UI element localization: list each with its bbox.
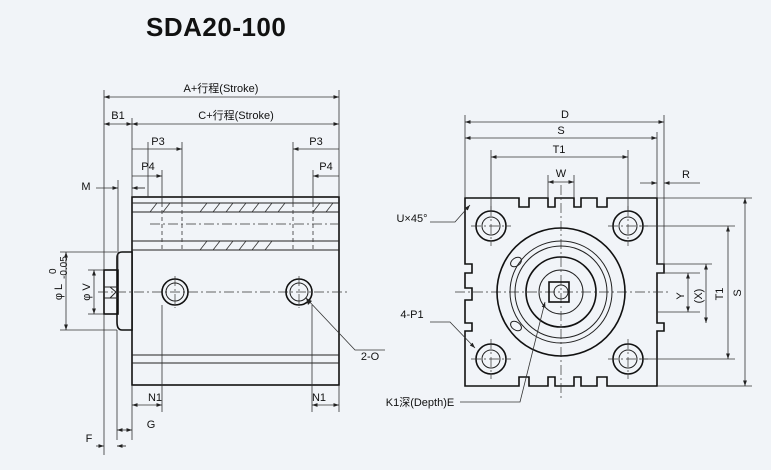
dim-p3-right: P3: [309, 136, 322, 148]
dim-d: D: [561, 109, 569, 121]
outer-bore-circle: [496, 227, 626, 357]
end-view: D S T1 W R U×45° 4-P1 K1深(Depth)E Y: [386, 109, 752, 409]
dim-n1-right: N1: [312, 392, 326, 404]
dim-r: R: [682, 169, 690, 181]
rod-circle: [525, 256, 597, 328]
dim-n1-left: N1: [148, 392, 162, 404]
corner-hole-tl: [471, 206, 511, 246]
dim-t1-top: T1: [553, 144, 566, 156]
side-view: A+行程(Stroke) C+行程(Stroke) B1 P3 P4 P3 P4…: [48, 82, 385, 455]
dim-s-top: S: [557, 125, 564, 137]
dim-f: F: [86, 433, 93, 445]
label-2-o: 2-O: [361, 351, 380, 363]
dim-t1-right: T1: [714, 288, 726, 301]
drawing-title: SDA20-100: [146, 12, 287, 42]
label-u45: U×45°: [396, 213, 427, 225]
dim-phi-l-tol-upper: 0: [48, 268, 59, 274]
dim-phi-l-tol-lower: -0.05: [59, 256, 70, 279]
dim-p4-right: P4: [319, 161, 332, 173]
dim-phi-l: φ L: [53, 284, 65, 300]
dim-y: Y: [675, 292, 687, 300]
rod-end-boss: [116, 251, 133, 331]
corner-hole-bl: [471, 339, 511, 379]
dim-p3-left: P3: [151, 136, 164, 148]
dim-c-stroke: C+行程(Stroke): [198, 109, 274, 122]
dim-s-right: S: [732, 289, 744, 296]
label-4-p1: 4-P1: [400, 309, 423, 321]
mount-hole-left: [161, 276, 189, 308]
dim-x: (X): [693, 289, 705, 304]
rod-square: [548, 281, 570, 303]
dim-g: G: [147, 419, 156, 431]
dim-b1: B1: [111, 110, 124, 122]
dim-phi-v: φ V: [81, 283, 93, 301]
dim-a-stroke: A+行程(Stroke): [184, 82, 259, 95]
label-k1-depth: K1深(Depth)E: [386, 396, 454, 409]
dim-w: W: [556, 168, 567, 180]
mount-hole-right: [285, 276, 313, 308]
dim-m: M: [81, 181, 90, 193]
dim-p4-left: P4: [141, 161, 154, 173]
end-plate-outline: [464, 197, 665, 387]
hatch-band: [149, 202, 334, 251]
